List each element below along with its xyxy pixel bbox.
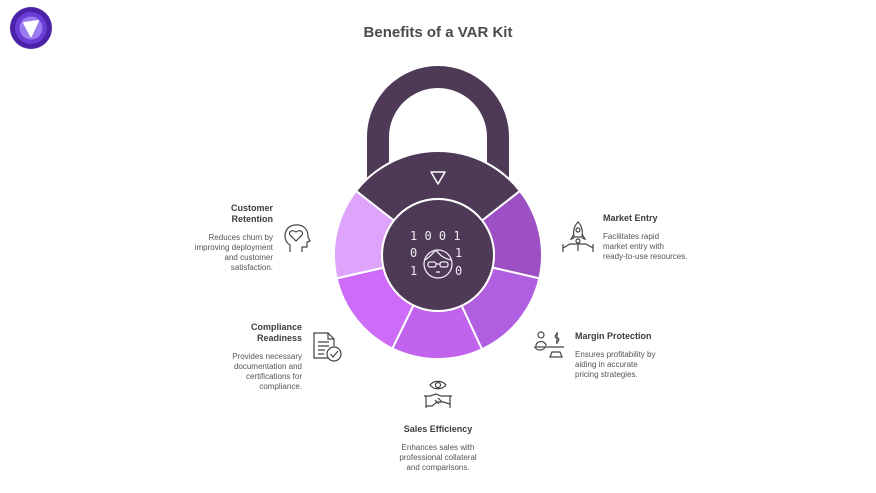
binary-digits: 1 0 0 1 0 1 1 0 [410,229,462,278]
benefit-title-line: Retention [231,214,274,224]
padlock-body [333,150,543,360]
benefit-desc-line: Ensures profitability by [575,350,656,359]
benefit-title: Customer Retention [163,203,273,225]
binary-digit: 0 [410,246,417,260]
benefit-customer-retention: Customer Retention Reduces churn by impr… [163,203,273,273]
benefit-sales-efficiency: Sales Efficiency Enhances sales with pro… [378,424,498,473]
page-title: Benefits of a VAR Kit [363,24,513,41]
benefit-desc-line: satisfaction. [230,263,273,272]
benefit-desc-line: certifications for [245,372,302,381]
binary-digit: 1 [455,246,462,260]
document-check-icon [313,332,342,362]
benefit-desc-line: Enhances sales with [401,443,475,452]
benefit-title-line: Readiness [256,333,302,343]
benefit-title-line: Customer [230,203,273,213]
triangle-down-icon [430,171,446,185]
benefit-desc-line: and comparisons. [406,463,470,472]
benefit-margin-protection: Margin Protection Ensures profitability … [575,331,685,380]
binary-row-1: 1 0 0 1 [410,229,461,243]
benefit-desc-line: improving deployment [194,243,273,252]
rocket-launch-icon [562,221,594,252]
benefit-desc-line: Facilitates rapid [603,232,660,241]
benefit-desc-line: documentation and [233,362,302,371]
benefit-desc-line: Provides necessary [232,352,302,361]
binary-digit: 1 [410,264,417,278]
benefit-desc-line: professional collateral [399,453,477,462]
benefit-compliance-readiness: Compliance Readiness Provides necessary … [190,322,302,392]
benefit-market-entry: Market Entry Facilitates rapid market en… [603,213,713,262]
padlock-center [381,198,495,312]
binary-digit: 0 [455,264,462,278]
brand-logo [10,7,52,49]
balance-scale-dollar-icon [534,331,564,358]
benefit-title: Compliance Readiness [190,322,302,344]
benefit-desc-line: compliance. [259,382,302,391]
benefit-desc-line: pricing strategies. [575,370,638,379]
benefit-desc-line: ready-to-use resources. [603,252,688,261]
benefit-desc-line: and customer [224,253,273,262]
benefit-desc-line: aiding in accurate [575,360,638,369]
benefit-title: Margin Protection [575,331,652,341]
handshake-eye-icon [424,380,452,408]
benefit-desc-line: Reduces churn by [208,233,273,242]
head-heart-icon [284,224,311,252]
benefit-title-line: Compliance [250,322,302,332]
benefit-title: Sales Efficiency [403,424,473,434]
coder-face-icon [423,248,453,279]
padlock-shackle [367,66,509,190]
benefit-title: Market Entry [603,213,658,223]
benefit-desc-line: market entry with [603,242,664,251]
